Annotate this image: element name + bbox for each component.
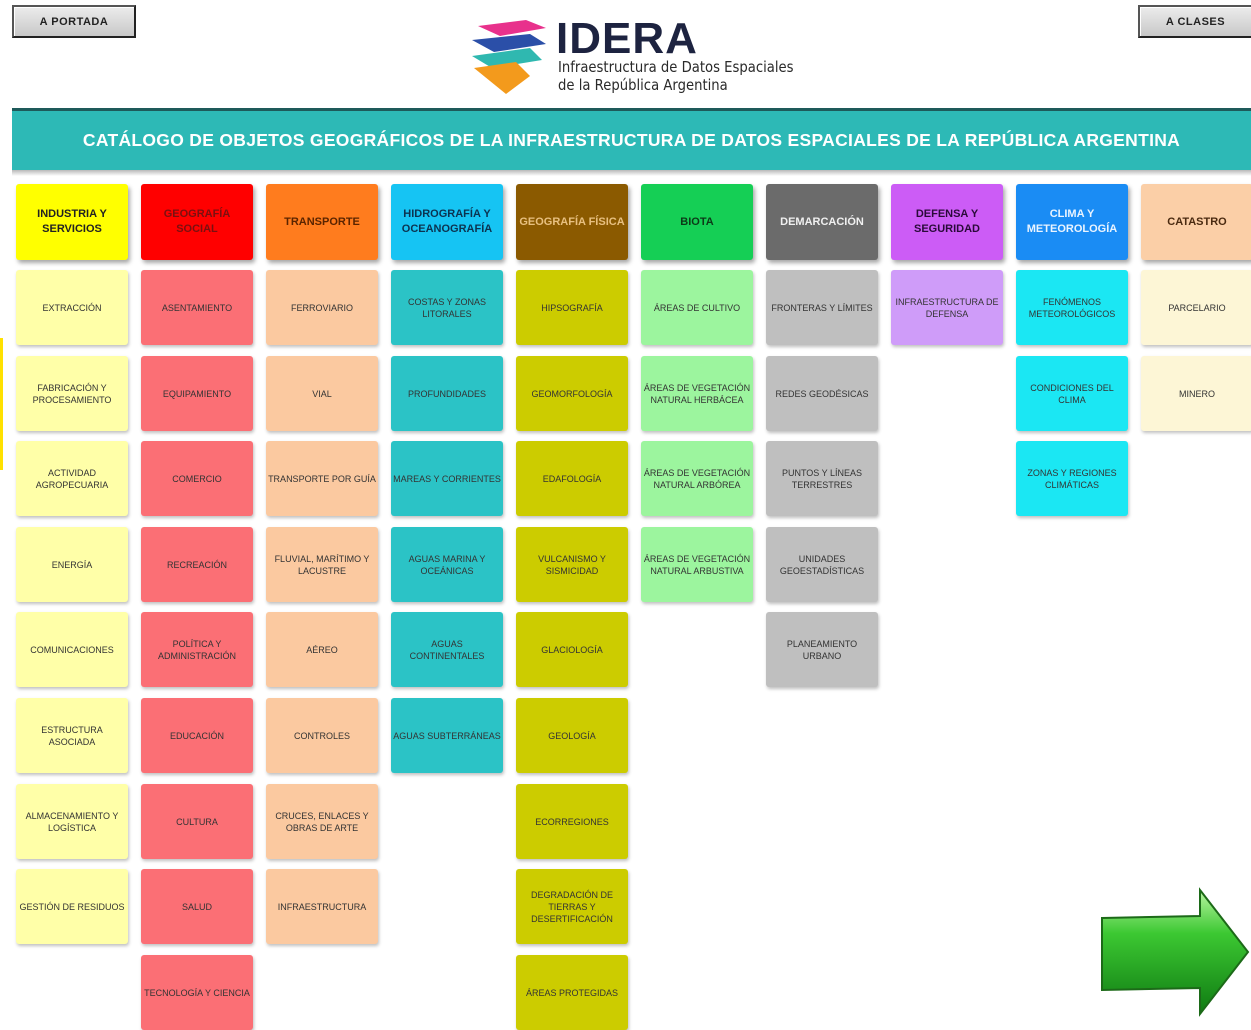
subcategory-button[interactable]: AGUAS SUBTERRÁNEAS [391, 698, 503, 773]
subcategory-button[interactable]: ÁREAS PROTEGIDAS [516, 955, 628, 1030]
catalog-title-banner: CATÁLOGO DE OBJETOS GEOGRÁFICOS DE LA IN… [12, 108, 1251, 170]
subcategory-button[interactable]: TRANSPORTE POR GUÍA [266, 441, 378, 516]
next-arrow-icon[interactable] [1096, 886, 1251, 1020]
subcategory-button[interactable]: CULTURA [141, 784, 253, 859]
subcategory-button[interactable]: ÁREAS DE VEGETACIÓN NATURAL ARBUSTIVA [641, 527, 753, 602]
logo-title: IDERA [556, 14, 698, 63]
subcategory-button[interactable]: INFRAESTRUCTURA [266, 869, 378, 944]
subcategory-button[interactable]: FENÓMENOS METEOROLÓGICOS [1016, 270, 1128, 345]
subcategory-button[interactable]: AGUAS MARINA Y OCEÁNICAS [391, 527, 503, 602]
subcategory-button[interactable]: ÁREAS DE VEGETACIÓN NATURAL ARBÓREA [641, 441, 753, 516]
subcategory-button[interactable]: DEGRADACIÓN DE TIERRAS Y DESERTIFICACIÓN [516, 869, 628, 944]
category-header-geografia-social[interactable]: GEOGRAFÍA SOCIAL [141, 184, 253, 260]
subcategory-button[interactable]: MINERO [1141, 356, 1251, 431]
subcategory-button[interactable]: GLACIOLOGÍA [516, 612, 628, 687]
subcategory-button[interactable]: REDES GEODÉSICAS [766, 356, 878, 431]
category-header-biota[interactable]: BIOTA [641, 184, 753, 260]
classes-button[interactable]: A CLASES [1138, 5, 1251, 38]
subcategory-button[interactable]: ECORREGIONES [516, 784, 628, 859]
subcategory-button[interactable]: POLÍTICA Y ADMINISTRACIÓN [141, 612, 253, 687]
subcategory-button[interactable]: CONDICIONES DEL CLIMA [1016, 356, 1128, 431]
subcategory-button[interactable]: EDAFOLOGÍA [516, 441, 628, 516]
subcategory-button[interactable]: UNIDADES GEOESTADÍSTICAS [766, 527, 878, 602]
idera-logo-icon [472, 20, 546, 94]
subcategory-button[interactable]: AÉREO [266, 612, 378, 687]
subcategory-button[interactable]: GEOMORFOLOGÍA [516, 356, 628, 431]
subcategory-button[interactable]: MAREAS Y CORRIENTES [391, 441, 503, 516]
subcategory-button[interactable]: EDUCACIÓN [141, 698, 253, 773]
category-header-demarcacion[interactable]: DEMARCACIÓN [766, 184, 878, 260]
category-header-catastro[interactable]: CATASTRO [1141, 184, 1251, 260]
category-header-hidrografia[interactable]: HIDROGRAFÍA Y OCEANOGRAFÍA [391, 184, 503, 260]
subcategory-button[interactable]: EXTRACCIÓN [16, 270, 128, 345]
category-header-industria[interactable]: INDUSTRIA Y SERVICIOS [16, 184, 128, 260]
subcategory-button[interactable]: COMERCIO [141, 441, 253, 516]
side-marker [0, 338, 3, 470]
subcategory-button[interactable]: COMUNICACIONES [16, 612, 128, 687]
subcategory-button[interactable]: CONTROLES [266, 698, 378, 773]
subcategory-button[interactable]: INFRAESTRUCTURA DE DEFENSA [891, 270, 1003, 345]
subcategory-button[interactable]: VULCANISMO Y SISMICIDAD [516, 527, 628, 602]
idera-logo: IDERA Infraestructura de Datos Espaciale… [470, 14, 810, 96]
subcategory-button[interactable]: ASENTAMIENTO [141, 270, 253, 345]
subcategory-button[interactable]: ENERGÍA [16, 527, 128, 602]
subcategory-button[interactable]: FRONTERAS Y LÍMITES [766, 270, 878, 345]
subcategory-button[interactable]: AGUAS CONTINENTALES [391, 612, 503, 687]
logo-subtitle: Infraestructura de Datos Espaciales de l… [558, 58, 794, 94]
subcategory-button[interactable]: GESTIÓN DE RESIDUOS [16, 869, 128, 944]
subcategory-button[interactable]: FLUVIAL, MARÍTIMO Y LACUSTRE [266, 527, 378, 602]
category-header-clima[interactable]: CLIMA Y METEOROLOGÍA [1016, 184, 1128, 260]
subcategory-button[interactable]: PARCELARIO [1141, 270, 1251, 345]
subcategory-button[interactable]: PUNTOS Y LÍNEAS TERRESTRES [766, 441, 878, 516]
category-header-geografia-fisica[interactable]: GEOGRAFÍA FÍSICA [516, 184, 628, 260]
subcategory-button[interactable]: PROFUNDIDADES [391, 356, 503, 431]
subcategory-button[interactable]: RECREACIÓN [141, 527, 253, 602]
subcategory-button[interactable]: TECNOLOGÍA Y CIENCIA [141, 955, 253, 1030]
subcategory-button[interactable]: GEOLOGÍA [516, 698, 628, 773]
subcategory-button[interactable]: EQUIPAMIENTO [141, 356, 253, 431]
category-header-defensa[interactable]: DEFENSA Y SEGURIDAD [891, 184, 1003, 260]
subcategory-button[interactable]: ÁREAS DE CULTIVO [641, 270, 753, 345]
subcategory-button[interactable]: HIPSOGRAFÍA [516, 270, 628, 345]
category-header-transporte[interactable]: TRANSPORTE [266, 184, 378, 260]
subcategory-button[interactable]: FABRICACIÓN Y PROCESAMIENTO [16, 356, 128, 431]
subcategory-button[interactable]: CRUCES, ENLACES Y OBRAS DE ARTE [266, 784, 378, 859]
subcategory-button[interactable]: ALMACENAMIENTO Y LOGÍSTICA [16, 784, 128, 859]
subcategory-button[interactable]: ZONAS Y REGIONES CLIMÁTICAS [1016, 441, 1128, 516]
subcategory-button[interactable]: ACTIVIDAD AGROPECUARIA [16, 441, 128, 516]
home-button[interactable]: A PORTADA [12, 5, 136, 38]
subcategory-button[interactable]: COSTAS Y ZONAS LITORALES [391, 270, 503, 345]
subcategory-button[interactable]: VIAL [266, 356, 378, 431]
banner-shadow [12, 170, 1251, 176]
subcategory-button[interactable]: FERROVIARIO [266, 270, 378, 345]
subcategory-button[interactable]: SALUD [141, 869, 253, 944]
subcategory-button[interactable]: PLANEAMIENTO URBANO [766, 612, 878, 687]
subcategory-button[interactable]: ESTRUCTURA ASOCIADA [16, 698, 128, 773]
subcategory-button[interactable]: ÁREAS DE VEGETACIÓN NATURAL HERBÁCEA [641, 356, 753, 431]
